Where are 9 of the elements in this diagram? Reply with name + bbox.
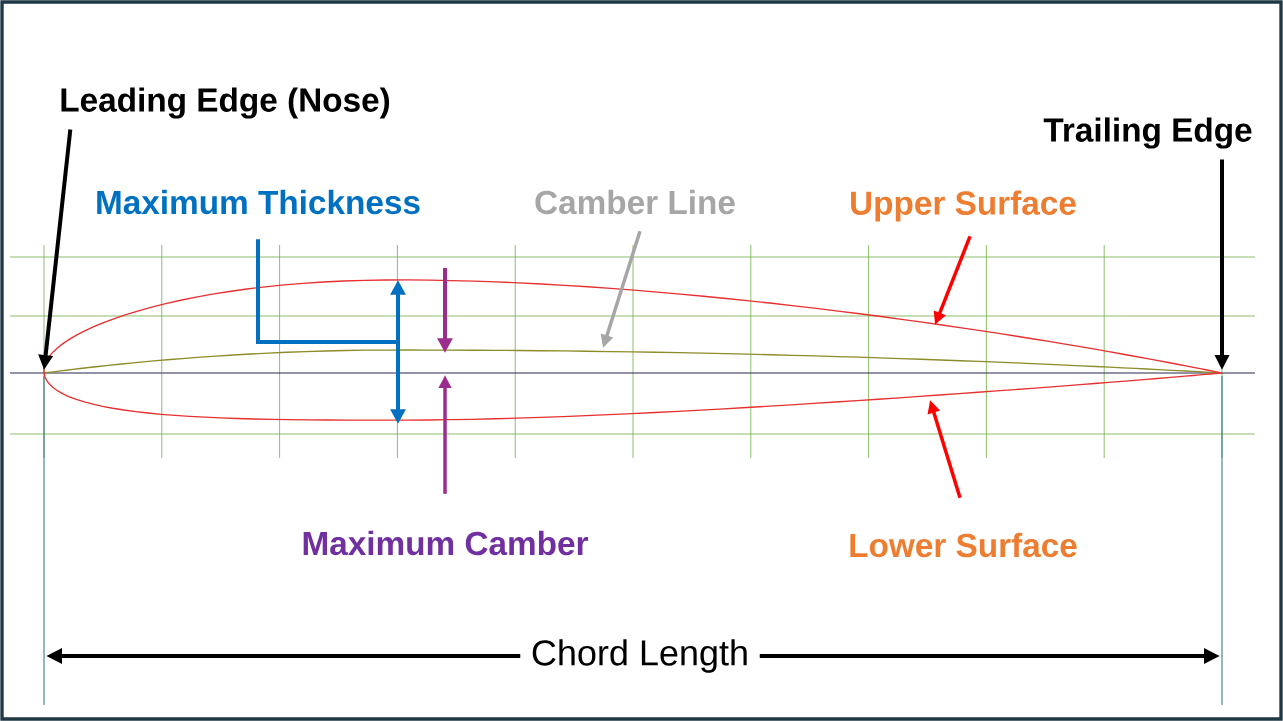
callout-label: Maximum Thickness bbox=[97, 189, 420, 215]
callout-label: Trailing Edge bbox=[1043, 117, 1252, 149]
leader-line bbox=[256, 239, 398, 344]
callout-label: Leading Edge (Nose) bbox=[61, 87, 390, 119]
callout-label: Upper Surface bbox=[851, 190, 1076, 222]
callout-label: Lower Surface bbox=[850, 532, 1077, 558]
dimension-label: Chord Length bbox=[520, 628, 760, 684]
callout-label: Camber Line bbox=[535, 189, 735, 215]
callout-label: Maximum Camber bbox=[303, 530, 588, 556]
